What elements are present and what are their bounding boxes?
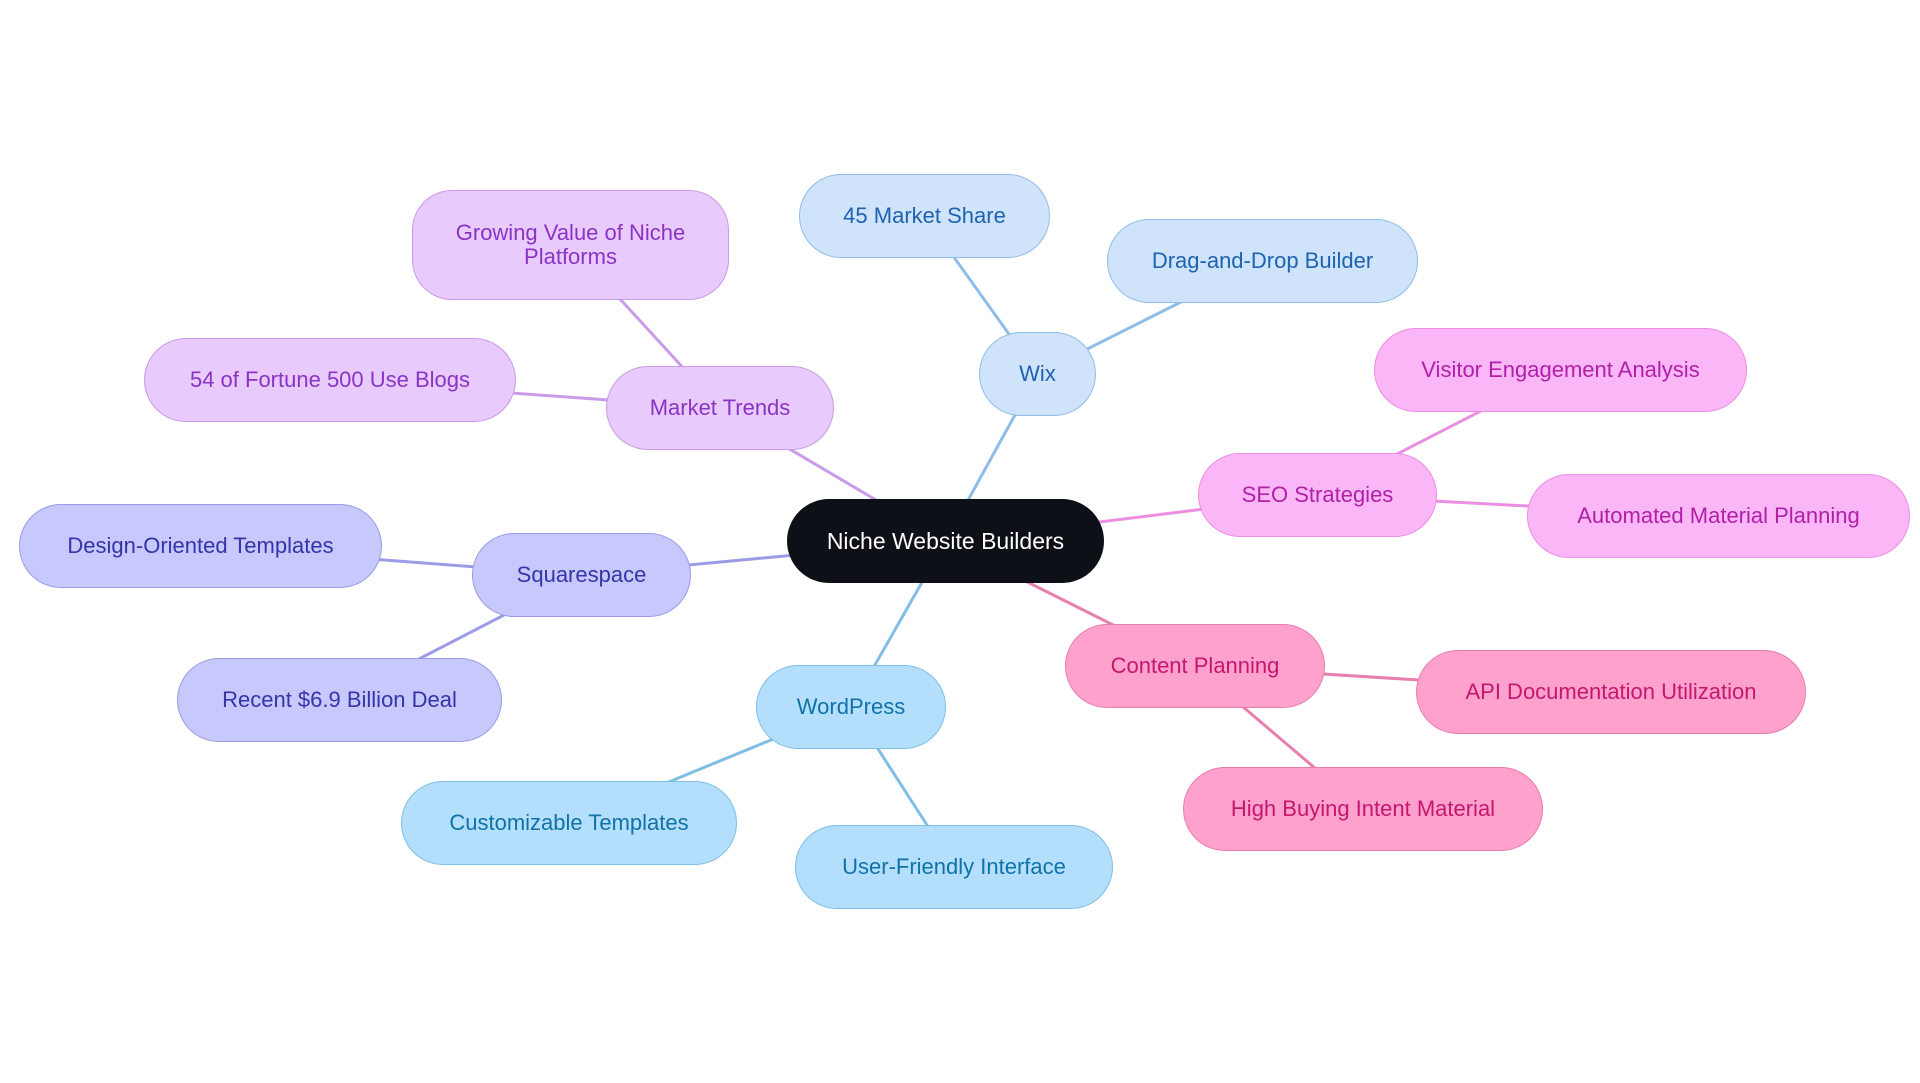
leaf-node-market-share[interactable]: 45 Market Share <box>799 174 1050 258</box>
leaf-node-fortune-500[interactable]: 54 of Fortune 500 Use Blogs <box>144 338 516 422</box>
leaf-node-customizable-templates[interactable]: Customizable Templates <box>401 781 737 865</box>
leaf-node-visitor-engagement[interactable]: Visitor Engagement Analysis <box>1374 328 1747 412</box>
branch-node-label: Squarespace <box>516 562 647 587</box>
branch-node-wordpress[interactable]: WordPress <box>756 665 946 749</box>
root-node-label: Niche Website Builders <box>826 528 1065 554</box>
leaf-node-buying-intent[interactable]: High Buying Intent Material <box>1183 767 1543 851</box>
leaf-node-growing-value[interactable]: Growing Value of Niche Platforms <box>412 190 729 300</box>
leaf-node-label: API Documentation Utilization <box>1465 679 1757 704</box>
leaf-node-drag-and-drop[interactable]: Drag-and-Drop Builder <box>1107 219 1418 303</box>
branch-node-label: Content Planning <box>1110 653 1280 678</box>
leaf-node-label: Growing Value of Niche Platforms <box>455 220 686 269</box>
leaf-node-label: Recent $6.9 Billion Deal <box>222 687 457 712</box>
leaf-node-label: User-Friendly Interface <box>842 854 1066 879</box>
leaf-node-label: Design-Oriented Templates <box>67 533 334 558</box>
leaf-node-api-documentation[interactable]: API Documentation Utilization <box>1416 650 1806 734</box>
root-node[interactable]: Niche Website Builders <box>787 499 1104 583</box>
branch-node-market-trends[interactable]: Market Trends <box>606 366 834 450</box>
leaf-node-label: 54 of Fortune 500 Use Blogs <box>189 367 471 392</box>
branch-node-label: SEO Strategies <box>1241 482 1394 507</box>
leaf-node-label: Automated Material Planning <box>1577 503 1860 528</box>
leaf-node-billion-deal[interactable]: Recent $6.9 Billion Deal <box>177 658 502 742</box>
branch-node-label: Market Trends <box>649 395 791 420</box>
branch-node-label: WordPress <box>796 694 906 719</box>
branch-node-wix[interactable]: Wix <box>979 332 1096 416</box>
leaf-node-label: Customizable Templates <box>449 810 689 835</box>
leaf-node-label: 45 Market Share <box>843 203 1006 228</box>
branch-node-label: Wix <box>1019 361 1056 386</box>
leaf-node-label: Visitor Engagement Analysis <box>1421 357 1700 382</box>
leaf-node-design-templates[interactable]: Design-Oriented Templates <box>19 504 382 588</box>
leaf-node-automated-material[interactable]: Automated Material Planning <box>1527 474 1910 558</box>
leaf-node-label: Drag-and-Drop Builder <box>1151 248 1374 273</box>
leaf-node-label: High Buying Intent Material <box>1230 796 1496 821</box>
branch-node-content-planning[interactable]: Content Planning <box>1065 624 1325 708</box>
leaf-node-user-friendly[interactable]: User-Friendly Interface <box>795 825 1113 909</box>
branch-node-seo-strategies[interactable]: SEO Strategies <box>1198 453 1437 537</box>
branch-node-squarespace[interactable]: Squarespace <box>472 533 691 617</box>
